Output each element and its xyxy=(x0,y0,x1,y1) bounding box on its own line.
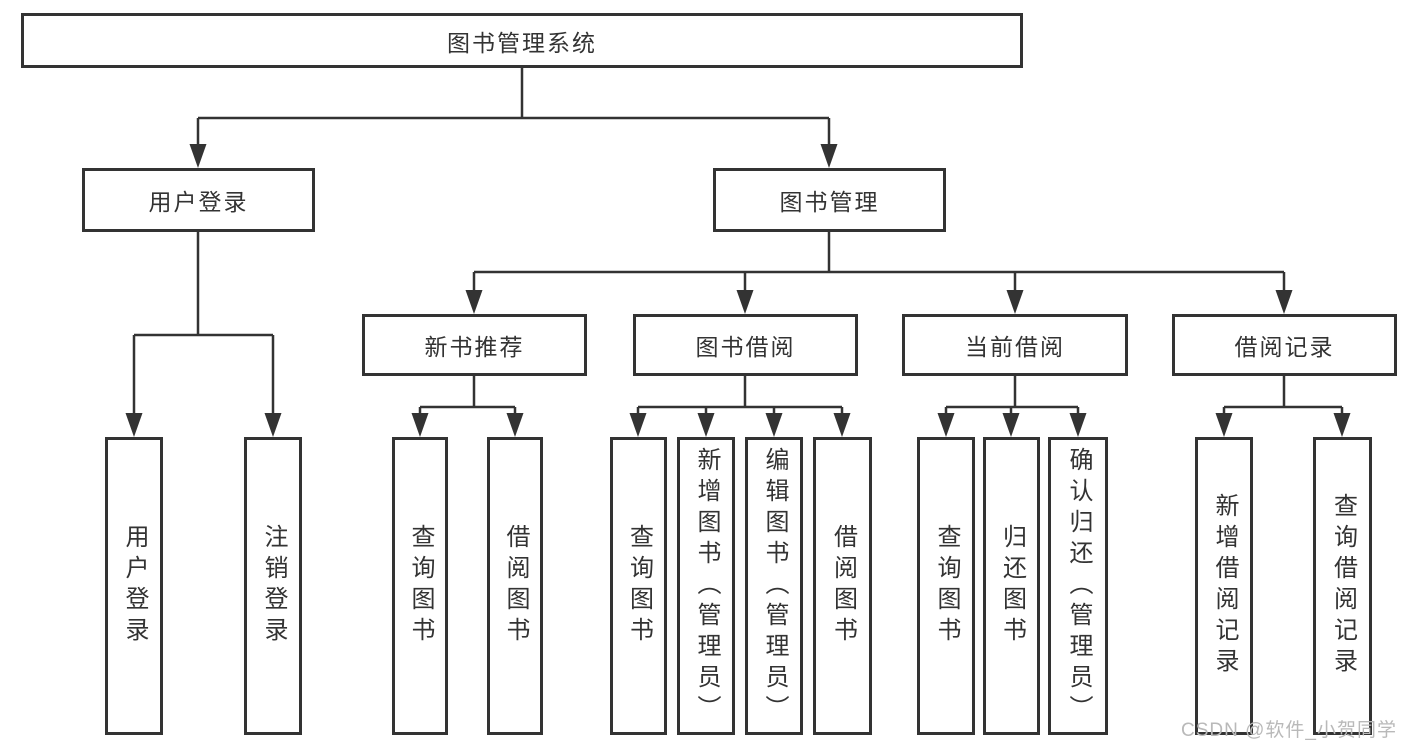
node-borrow-records: 借阅记录 xyxy=(1172,314,1397,376)
node-library-system-label: 图书管理系统 xyxy=(447,29,597,56)
node-new-book-recommend: 新书推荐 xyxy=(362,314,587,376)
leaf-borrow-book-2: 借阅图书 xyxy=(813,437,872,735)
leaf-borrow-book-2-label: 借阅图书 xyxy=(829,524,857,648)
arrowhead-down-icon xyxy=(1006,290,1024,314)
leaf-return-book: 归还图书 xyxy=(983,437,1040,735)
leaf-query-book-2: 查询图书 xyxy=(610,437,667,735)
arrowhead-down-icon xyxy=(465,290,483,314)
arrowhead-down-icon xyxy=(506,413,524,437)
node-user-login: 用户登录 xyxy=(82,168,315,232)
leaf-user-login-label: 用户登录 xyxy=(121,524,148,648)
leaf-borrow-book-1-label: 借阅图书 xyxy=(502,524,529,648)
leaf-logout: 注销登录 xyxy=(244,437,302,735)
leaf-query-book-3-label: 查询图书 xyxy=(933,524,960,648)
arrowhead-down-icon xyxy=(629,413,647,437)
node-book-borrow: 图书借阅 xyxy=(633,314,858,376)
arrowhead-down-icon xyxy=(1215,413,1233,437)
node-borrow-records-label: 借阅记录 xyxy=(1234,334,1335,360)
node-current-borrow-label: 当前借阅 xyxy=(965,334,1065,360)
leaf-query-book-1-label: 查询图书 xyxy=(407,524,434,648)
arrowhead-down-icon xyxy=(411,413,429,437)
arrowhead-down-icon xyxy=(1069,413,1087,437)
leaf-query-borrow-record: 查询借阅记录 xyxy=(1313,437,1372,735)
leaf-query-book-3: 查询图书 xyxy=(917,437,975,735)
node-book-management-label: 图书管理 xyxy=(779,189,880,215)
arrowhead-down-icon xyxy=(765,413,783,437)
leaf-add-borrow-record: 新增借阅记录 xyxy=(1195,437,1253,735)
node-library-system: 图书管理系统 xyxy=(21,13,1023,68)
leaf-borrow-book-1: 借阅图书 xyxy=(487,437,543,735)
arrowhead-down-icon xyxy=(820,144,838,168)
arrowhead-down-icon xyxy=(736,290,754,314)
leaf-logout-label: 注销登录 xyxy=(260,524,287,648)
arrowhead-down-icon xyxy=(833,413,851,437)
leaf-add-book-label: 新增图书（管理员） xyxy=(693,446,720,726)
leaf-return-book-label: 归还图书 xyxy=(998,524,1026,648)
node-book-borrow-label: 图书借阅 xyxy=(695,334,796,360)
leaf-edit-book: 编辑图书（管理员） xyxy=(745,437,803,735)
arrowhead-down-icon xyxy=(1333,413,1351,437)
node-book-management: 图书管理 xyxy=(713,168,946,232)
leaf-add-book: 新增图书（管理员） xyxy=(677,437,735,735)
arrowhead-down-icon xyxy=(1002,413,1020,437)
node-current-borrow: 当前借阅 xyxy=(902,314,1128,376)
leaf-add-borrow-record-label: 新增借阅记录 xyxy=(1211,493,1238,679)
leaf-user-login: 用户登录 xyxy=(105,437,163,735)
arrowhead-down-icon xyxy=(189,144,207,168)
leaf-confirm-return-label: 确认归还（管理员） xyxy=(1065,446,1092,726)
leaf-confirm-return: 确认归还（管理员） xyxy=(1048,437,1108,735)
node-new-book-recommend-label: 新书推荐 xyxy=(424,334,525,360)
leaf-query-borrow-record-label: 查询借阅记录 xyxy=(1329,493,1357,679)
leaf-query-book-1: 查询图书 xyxy=(392,437,448,735)
arrowhead-down-icon xyxy=(937,413,955,437)
csdn-watermark: CSDN @软件_小贺同学 xyxy=(1181,720,1397,741)
arrowhead-down-icon xyxy=(125,413,143,437)
leaf-edit-book-label: 编辑图书（管理员） xyxy=(761,446,788,726)
node-user-login-label: 用户登录 xyxy=(148,189,249,215)
leaf-query-book-2-label: 查询图书 xyxy=(625,524,653,648)
arrowhead-down-icon xyxy=(1275,290,1293,314)
arrowhead-down-icon xyxy=(264,413,282,437)
arrowhead-down-icon xyxy=(697,413,715,437)
